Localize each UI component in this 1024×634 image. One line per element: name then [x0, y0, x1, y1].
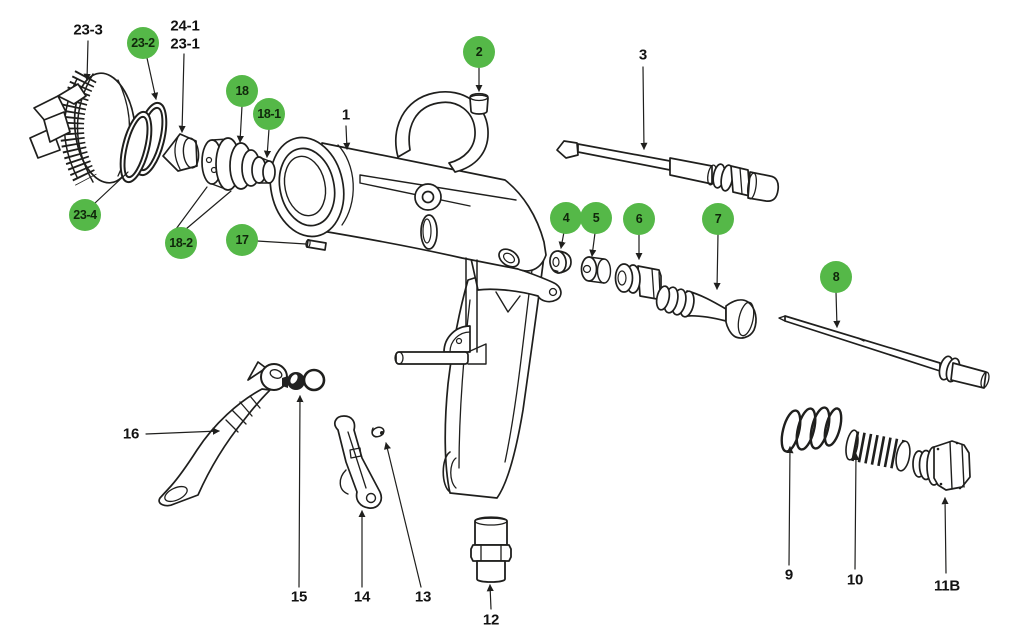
part-balloon-18[interactable]: 18 [226, 75, 258, 107]
part-label-13: 13 [414, 588, 432, 606]
pin-drawing [371, 426, 385, 438]
part-label-23-3: 23-3 [73, 21, 103, 39]
nozzle-assembly-drawing [201, 137, 276, 191]
part-label-9: 9 [784, 566, 794, 584]
part-balloon-17[interactable]: 17 [226, 224, 258, 256]
o-rings-drawing [119, 101, 168, 184]
part-balloon-5[interactable]: 5 [580, 202, 612, 234]
seal-drawing [549, 250, 572, 274]
part-label-15: 15 [290, 588, 308, 606]
inlet-fitting-drawing [470, 516, 512, 583]
part-balloon-8[interactable]: 8 [820, 261, 852, 293]
part-balloon-6[interactable]: 6 [623, 203, 655, 235]
cone-drawing [162, 133, 200, 172]
ball-and-ring-drawing [282, 368, 326, 392]
part-label-3: 3 [638, 46, 648, 64]
part-label-12: 12 [482, 611, 500, 629]
part-label-23-1: 23-1 [170, 35, 200, 53]
part-label-24-1: 24-1 [170, 17, 200, 35]
part-label-1: 1 [341, 106, 351, 124]
nozzle-tip-drawing [655, 285, 757, 339]
extension-tube-drawing [556, 140, 780, 202]
leader-lines [83, 40, 949, 610]
needle-drawing [778, 315, 990, 389]
part-balloon-7[interactable]: 7 [702, 203, 734, 235]
part-balloon-2[interactable]: 2 [463, 36, 495, 68]
part-balloon-18-1[interactable]: 18-1 [253, 98, 285, 130]
part-balloon-18-2[interactable]: 18-2 [165, 227, 197, 259]
packing-nut-drawing [614, 263, 662, 300]
spring-large-drawing [780, 406, 843, 453]
spring-small-drawing [845, 429, 911, 472]
retainer-pin-drawing [305, 238, 327, 251]
part-label-14: 14 [353, 588, 371, 606]
spacer-drawing [580, 256, 612, 284]
gun-body-drawing [269, 91, 547, 365]
trigger-drawing [158, 361, 288, 507]
lever-drawing [334, 415, 383, 509]
part-label-16: 16 [122, 425, 140, 443]
part-balloon-23-2[interactable]: 23-2 [127, 27, 159, 59]
part-label-10: 10 [846, 571, 864, 589]
valve-pad-drawing [469, 92, 489, 115]
part-balloon-4[interactable]: 4 [550, 202, 582, 234]
part-label-11B: 11B [933, 577, 961, 595]
adjusting-nut-drawing [912, 440, 971, 491]
part-balloon-23-4[interactable]: 23-4 [69, 199, 101, 231]
